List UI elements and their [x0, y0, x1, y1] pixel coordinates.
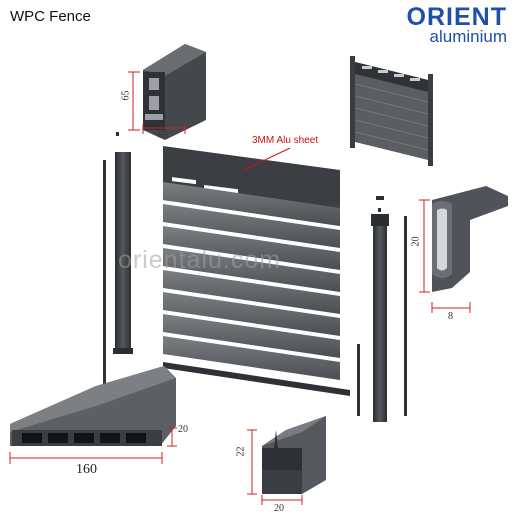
board-stack [163, 182, 350, 396]
post-height-label: 65 [120, 90, 132, 101]
board-dimension-lines [9, 427, 177, 464]
alu-sheet-label: 3MM Alu sheet [252, 135, 319, 146]
board-profile [10, 366, 176, 446]
alu-sheet-pointer [243, 147, 291, 171]
post-dimension-lines [128, 71, 186, 134]
board-width-label: 160 [76, 462, 97, 477]
left-post [103, 132, 133, 392]
right-post [357, 196, 407, 422]
rail-profile [262, 416, 326, 494]
page-title: WPC Fence [10, 8, 91, 25]
clip-width-label: 8 [448, 311, 453, 322]
brand-name: ORIENT [406, 3, 507, 31]
rail-height-label: 22 [235, 446, 247, 457]
post-profile [143, 44, 206, 140]
clip-profile [432, 186, 508, 292]
clip-height-label: 20 [410, 236, 422, 247]
board-thickness-label: 20 [178, 424, 188, 435]
rail-dimension-lines [247, 429, 303, 505]
post-width-label: 65 [158, 130, 168, 141]
brand-subtitle: aluminium [429, 27, 507, 46]
clip-dimension-lines [419, 199, 471, 313]
assembled-fence [350, 56, 433, 166]
rail-width-label: 20 [274, 503, 284, 514]
watermark: orientalu.com [118, 246, 282, 274]
brand-logo: ORIENT aluminium [407, 4, 507, 45]
